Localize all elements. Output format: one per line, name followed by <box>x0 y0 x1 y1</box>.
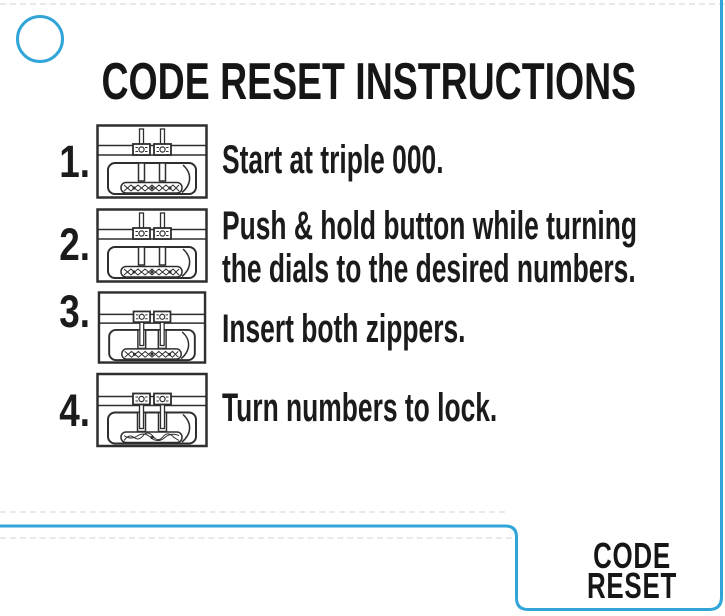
lock-zippers-out-icon <box>96 124 208 199</box>
step-text-line: Push & hold button while turning <box>222 204 638 248</box>
step-number: 1. <box>59 136 90 187</box>
lock-zippers-in-icon <box>96 291 208 364</box>
tab-label-line2: RESET <box>586 565 678 606</box>
page-title: CODE RESET INSTRUCTIONS <box>101 53 637 111</box>
step-number: 4. <box>59 385 90 436</box>
step-text-line: Insert both zippers. <box>222 307 466 351</box>
code-reset-tab-label: CODE RESET <box>584 535 679 606</box>
step-text: Turn numbers to lock. <box>222 387 497 430</box>
lock-zippers-out-icon <box>96 208 208 283</box>
step-number: 2. <box>59 219 90 270</box>
step-text: Push & hold button while turning the dia… <box>222 205 637 291</box>
step-text-line: Start at triple 000. <box>222 138 444 182</box>
step-text-line: the dials to the desired numbers. <box>222 247 636 291</box>
step-text: Insert both zippers. <box>222 308 465 351</box>
circle-punch-hole <box>16 15 64 63</box>
perforation-line-top <box>0 3 725 5</box>
perforation-line-upper <box>0 511 505 513</box>
tab-label-line1: CODE <box>593 535 671 576</box>
step-number: 3. <box>59 286 90 337</box>
step-text: Start at triple 000. <box>222 139 444 182</box>
lock-zippers-in-icon <box>96 371 208 449</box>
perforation-line-lower <box>0 537 512 539</box>
step-text-line: Turn numbers to lock. <box>222 386 498 430</box>
